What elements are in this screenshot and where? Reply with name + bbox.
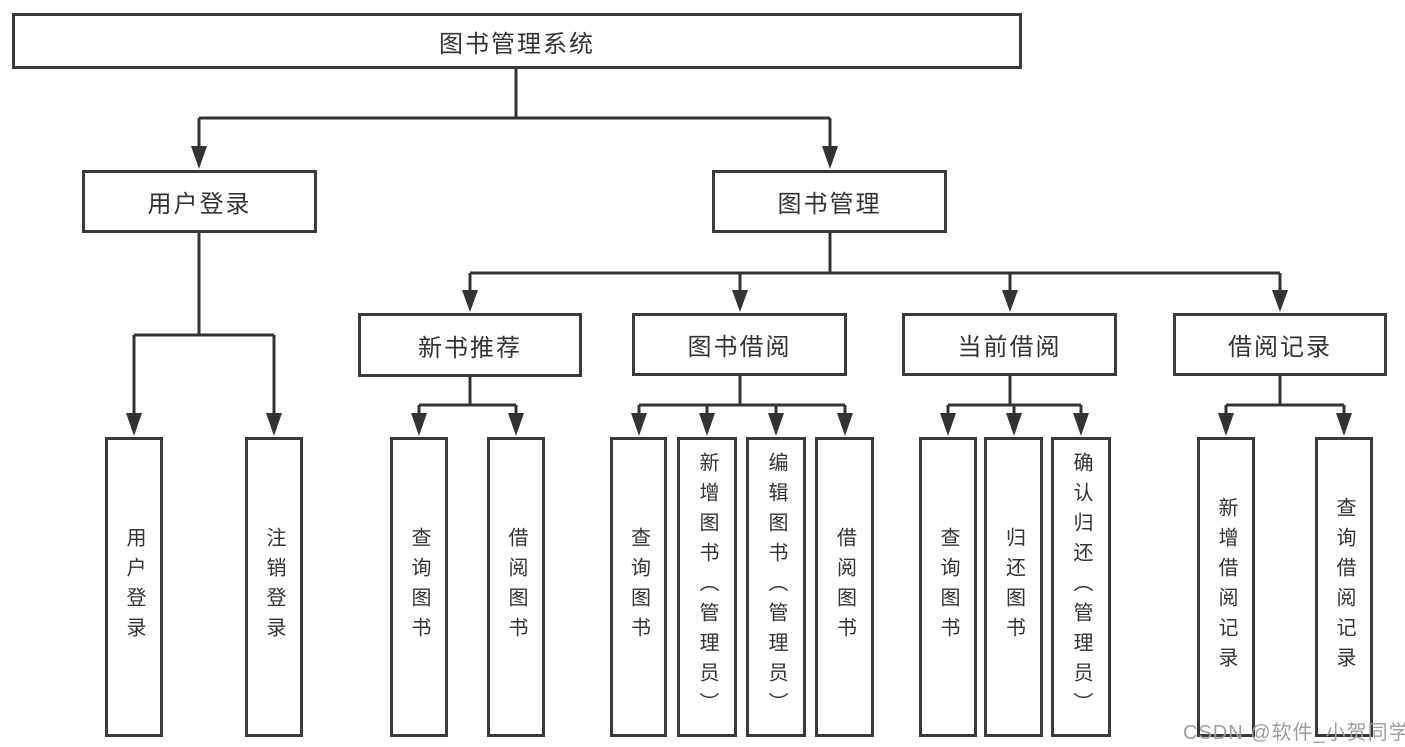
watermark: CSDN @软件_小贺同学 <box>1183 722 1405 744</box>
leaf-user-login: 用户登录 <box>105 437 163 737</box>
node-book-borrow: 图书借阅 <box>632 313 847 376</box>
leaf-borrow-book-recommend: 借阅图书 <box>487 437 545 737</box>
leaf-confirm-return-admin: 确认归还（管理员） <box>1051 437 1111 737</box>
leaf-query-book-current: 查询图书 <box>919 437 977 737</box>
leaf-borrow-book-label: 借阅图书 <box>833 527 856 647</box>
connector-user-login-to-leaves <box>126 233 282 436</box>
connector-book-borrow-to-leaves <box>631 376 853 436</box>
leaf-user-login-label: 用户登录 <box>123 527 145 647</box>
node-current-borrow-label: 当前借阅 <box>957 334 1062 361</box>
node-new-book-recommend: 新书推荐 <box>358 313 582 377</box>
connector-borrow-record-to-leaves <box>1218 376 1352 436</box>
connector-root-to-level1 <box>191 69 838 169</box>
connector-new-book-to-leaves <box>411 377 524 436</box>
node-book-mgmt: 图书管理 <box>712 170 947 233</box>
node-root: 图书管理系统 <box>12 13 1022 69</box>
leaf-borrow-book-recommend-label: 借阅图书 <box>505 527 527 647</box>
leaf-edit-book-admin-label: 编辑图书（管理员） <box>765 452 787 722</box>
leaf-query-book-recommend: 查询图书 <box>390 437 448 737</box>
node-book-mgmt-label: 图书管理 <box>777 191 882 218</box>
leaf-add-borrow-record: 新增借阅记录 <box>1197 437 1255 737</box>
leaf-query-book-borrow-label: 查询图书 <box>627 527 650 647</box>
leaf-return-book-label: 归还图书 <box>1002 527 1025 647</box>
leaf-confirm-return-admin-label: 确认归还（管理员） <box>1070 452 1092 722</box>
leaf-borrow-book: 借阅图书 <box>815 437 874 737</box>
node-book-borrow-label: 图书借阅 <box>687 334 792 361</box>
node-new-book-recommend-label: 新书推荐 <box>418 334 522 362</box>
node-borrow-record: 借阅记录 <box>1173 313 1387 376</box>
leaf-add-borrow-record-label: 新增借阅记录 <box>1215 497 1237 677</box>
node-user-login-label: 用户登录 <box>147 191 252 218</box>
node-borrow-record-label: 借阅记录 <box>1228 334 1332 361</box>
connector-current-borrow-to-leaves <box>940 376 1089 436</box>
leaf-add-book-admin-label: 新增图书（管理员） <box>696 452 718 722</box>
node-user-login: 用户登录 <box>82 170 317 233</box>
connector-book-mgmt-to-level2 <box>462 233 1288 312</box>
leaf-query-book-current-label: 查询图书 <box>937 527 959 647</box>
leaf-query-borrow-record: 查询借阅记录 <box>1315 437 1373 737</box>
leaf-edit-book-admin: 编辑图书（管理员） <box>746 437 806 737</box>
leaf-add-book-admin: 新增图书（管理员） <box>677 437 737 737</box>
node-current-borrow: 当前借阅 <box>902 313 1117 376</box>
node-root-label: 图书管理系统 <box>439 30 595 58</box>
leaf-query-book-recommend-label: 查询图书 <box>408 527 430 647</box>
leaf-query-book-borrow: 查询图书 <box>610 437 667 737</box>
leaf-logout-label: 注销登录 <box>263 527 285 647</box>
leaf-query-borrow-record-label: 查询借阅记录 <box>1333 497 1355 677</box>
leaf-return-book: 归还图书 <box>984 437 1043 737</box>
leaf-logout: 注销登录 <box>245 437 303 737</box>
